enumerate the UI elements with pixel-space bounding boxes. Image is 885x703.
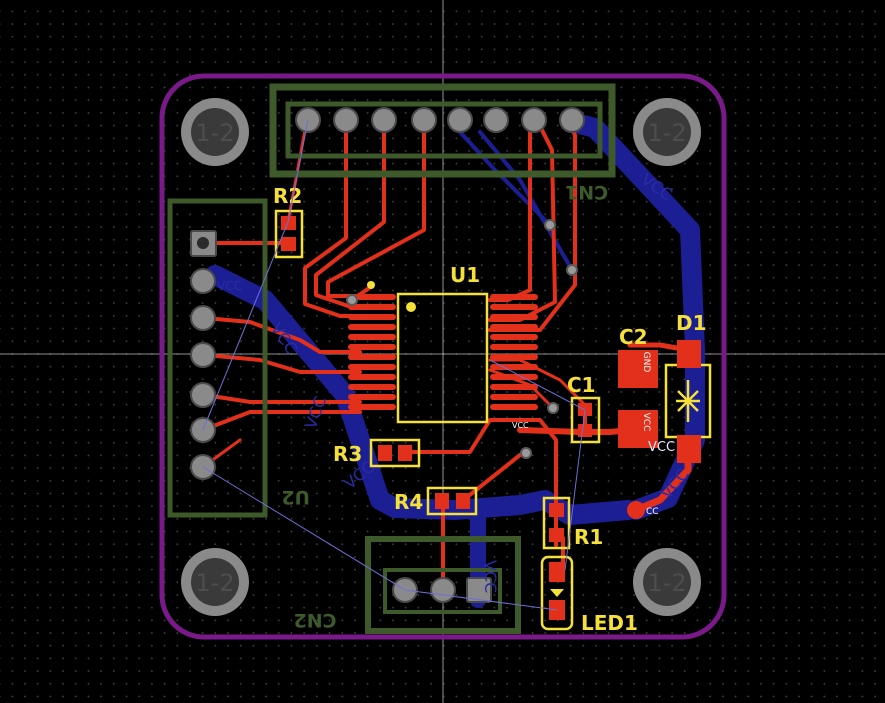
r4-reference: R4 <box>394 490 423 514</box>
net-label-vcc-7: VCC <box>217 279 242 293</box>
d1-diode-symbol <box>676 380 700 422</box>
vcc-via-pad <box>680 447 696 463</box>
r4-pad-1 <box>435 493 449 509</box>
c2-pad1-net: GND <box>641 352 651 373</box>
cn2-body <box>383 568 502 614</box>
r2-pad-2 <box>281 237 296 251</box>
u2-reference: U2 <box>281 486 310 508</box>
vias <box>346 219 578 459</box>
cn2-outline[interactable] <box>365 536 521 634</box>
r4-pad-2 <box>456 493 470 509</box>
r4-outline[interactable] <box>426 486 478 516</box>
ratsnest <box>202 119 586 611</box>
r2-outline[interactable] <box>274 209 304 259</box>
cn1-pads <box>295 107 585 133</box>
c2-pad-1 <box>618 350 658 388</box>
led1-pad-1 <box>549 562 565 582</box>
u1-pin1-dot <box>367 281 375 289</box>
u2-outline[interactable] <box>167 198 268 518</box>
cn1-reference: CN1 <box>565 181 608 203</box>
board-outline <box>159 73 727 640</box>
led1-outline[interactable] <box>540 555 574 631</box>
c1-reference: C1 <box>567 373 596 397</box>
mount-hole-br-label: 1-2 <box>647 569 686 597</box>
vcc-small-label: VCC <box>512 421 529 430</box>
u1-reference: U1 <box>450 263 480 287</box>
u2-pin1-hole <box>197 237 209 249</box>
led1-polarity-mark <box>550 589 564 597</box>
mount-hole-tr-label: 1-2 <box>647 119 686 147</box>
r1-reference: R1 <box>574 525 603 549</box>
d1-reference: D1 <box>676 311 707 335</box>
cn1-outline[interactable] <box>269 83 616 178</box>
c2-pad2-net: VCC <box>641 413 651 432</box>
c2-pad-2 <box>618 410 658 448</box>
c1-outline[interactable] <box>570 396 601 444</box>
r3-outline[interactable] <box>369 438 421 468</box>
r1-pad-2 <box>549 528 564 542</box>
led1-reference: LED1 <box>581 611 638 635</box>
mounting-holes <box>181 98 701 616</box>
r3-reference: R3 <box>333 442 362 466</box>
net-label-vcc-5: VCC <box>481 560 500 593</box>
cn1-body <box>285 101 603 159</box>
r3-pad-2 <box>398 445 412 461</box>
c1-pad-2 <box>578 424 592 437</box>
c2-reference: C2 <box>619 325 648 349</box>
cn2-reference: CN2 <box>293 609 336 631</box>
d1-pad-1 <box>677 340 701 368</box>
r2-reference: R2 <box>273 184 302 208</box>
cn2-pads <box>392 577 492 603</box>
u1-outline[interactable] <box>396 292 489 424</box>
r1-pad-1 <box>549 503 564 517</box>
r2-pad-1 <box>281 216 296 230</box>
mount-hole-tl-label: 1-2 <box>195 119 234 147</box>
r3-pad-1 <box>378 445 392 461</box>
cc-pad <box>627 501 645 519</box>
net-label-vcc-8: VCC <box>648 440 675 455</box>
u1-pin1-marker <box>406 302 416 312</box>
mount-hole-bl-label: 1-2 <box>195 569 234 597</box>
r1-outline[interactable] <box>542 496 571 550</box>
cc-pad-label: CC <box>646 507 659 517</box>
